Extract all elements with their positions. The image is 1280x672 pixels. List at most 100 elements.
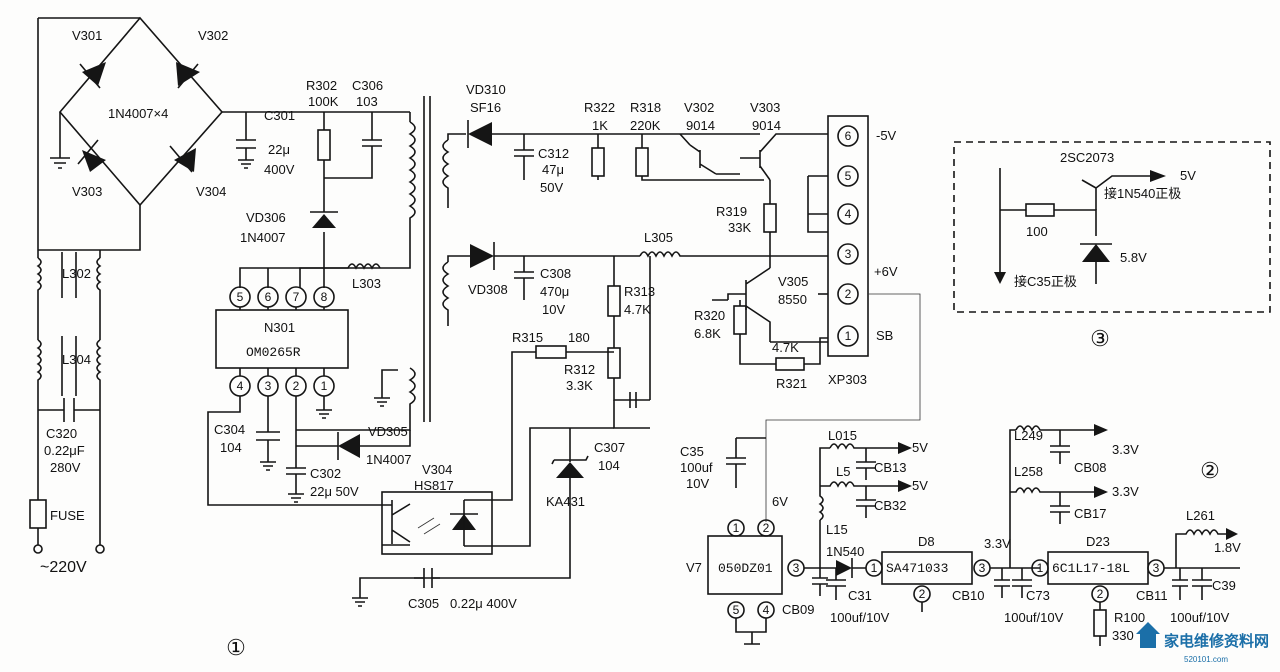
label-l5: L5 xyxy=(836,464,850,479)
choke-l302 xyxy=(36,250,102,340)
xp303-pin-5: 5 xyxy=(845,169,852,183)
d23-pin-1: 1 xyxy=(1037,561,1044,575)
input-wiring xyxy=(37,16,410,251)
label-c302: C302 xyxy=(310,466,341,481)
label-c312: C312 xyxy=(538,146,569,161)
label-vd306: VD306 xyxy=(246,210,286,225)
label-r322: R322 xyxy=(584,100,615,115)
label-1n4007x4: 1N4007×4 xyxy=(108,106,168,121)
label-v301: V301 xyxy=(72,28,102,43)
label-c320: C320 xyxy=(46,426,77,441)
diode-v304 xyxy=(169,145,196,173)
label-cb11: CB11 xyxy=(1136,588,1168,603)
label-c320-value: 0.22μF xyxy=(44,443,85,458)
n301-pin-8: 8 xyxy=(321,290,328,304)
section-marker-2: ② xyxy=(1200,458,1220,483)
diode-v301 xyxy=(79,62,106,89)
label-v305-type: 8550 xyxy=(778,292,807,307)
label-out1v8: 1.8V xyxy=(1214,540,1241,555)
label-out33-a: 3.3V xyxy=(1112,442,1139,457)
label-minus5v: -5V xyxy=(876,128,897,143)
label-l015: L015 xyxy=(828,428,857,443)
label-out5v-a: 5V xyxy=(912,440,928,455)
label-r313: R313 xyxy=(624,284,655,299)
label-l303: L303 xyxy=(352,276,381,291)
primary-wiring xyxy=(236,96,431,431)
label-d23: D23 xyxy=(1086,534,1110,549)
d8-pin-3: 3 xyxy=(979,561,986,575)
label-v302: V302 xyxy=(198,28,228,43)
label-c312-volt: 50V xyxy=(540,180,563,195)
label-c301: C301 xyxy=(264,108,295,123)
label-v304: V304 xyxy=(422,462,452,477)
label-p3-5p8v: 5.8V xyxy=(1120,250,1147,265)
label-c301-cap: 22μ xyxy=(268,142,290,157)
panel-3-box xyxy=(953,141,1271,313)
label-c39: C39 xyxy=(1212,578,1236,593)
label-c308-cap: 470μ xyxy=(540,284,569,299)
d23-pin-3: 3 xyxy=(1153,561,1160,575)
primary-lower-wiring xyxy=(207,396,411,506)
label-r302-val: 100K xyxy=(308,94,339,109)
label-l249: L249 xyxy=(1014,428,1043,443)
label-v302: V302 xyxy=(684,100,714,115)
label-c302-val: 22μ 50V xyxy=(310,484,359,499)
label-r302: R302 xyxy=(306,78,337,93)
label-r321-val: 4.7K xyxy=(772,340,799,355)
label-sa471033: SA471033 xyxy=(886,561,948,576)
feedback-wiring xyxy=(352,256,651,607)
label-c301-volt: 400V xyxy=(264,162,295,177)
label-n301: N301 xyxy=(264,320,295,335)
v7-pin-3: 3 xyxy=(793,561,800,575)
n301-pin-4: 4 xyxy=(237,379,244,393)
label-to-c35: 接C35正极 xyxy=(1014,274,1077,289)
label-to-1n540: 接1N540正极 xyxy=(1104,186,1181,201)
label-hs817: HS817 xyxy=(414,478,454,493)
label-c304-val: 104 xyxy=(220,440,242,455)
label-050dz01: 050DZ01 xyxy=(718,561,773,576)
label-r312: R312 xyxy=(564,362,595,377)
label-6c1l17: 6C1L17-18L xyxy=(1052,561,1130,576)
xp303-pin-2: 2 xyxy=(845,287,852,301)
label-v304-bridge: V304 xyxy=(196,184,226,199)
label-vd308: VD308 xyxy=(468,282,508,297)
section-marker-1: ① xyxy=(226,635,246,660)
label-l15: L15 xyxy=(826,522,848,537)
label-v303: V303 xyxy=(750,100,780,115)
label-6v-in: 6V xyxy=(772,494,788,509)
label-cb09: CB09 xyxy=(782,602,815,617)
v7-pin-1: 1 xyxy=(733,521,740,535)
d23-pin-2: 2 xyxy=(1097,587,1104,601)
diode-v302 xyxy=(176,62,200,89)
label-c305: C305 xyxy=(408,596,439,611)
label-cb13: CB13 xyxy=(874,460,907,475)
n301-pin-1: 1 xyxy=(321,379,328,393)
n301-pin-5: 5 xyxy=(237,290,244,304)
label-r320-val: 6.8K xyxy=(694,326,721,341)
label-r313-val: 4.7K xyxy=(624,302,651,317)
label-vd310: VD310 xyxy=(466,82,506,97)
label-c312-cap: 47μ xyxy=(542,162,564,177)
label-l305: L305 xyxy=(644,230,673,245)
watermark-url: 520101.com xyxy=(1184,655,1228,664)
label-om0265r: OM0265R xyxy=(246,345,301,360)
label-ka431: KA431 xyxy=(546,494,585,509)
n301-pin-3: 3 xyxy=(265,379,272,393)
label-r319: R319 xyxy=(716,204,747,219)
label-vd305-type: 1N4007 xyxy=(366,452,412,467)
label-c35: C35 xyxy=(680,444,704,459)
label-vd306-type: 1N4007 xyxy=(240,230,286,245)
label-r322-val: 1K xyxy=(592,118,608,133)
label-l302: L302 xyxy=(62,266,91,281)
label-c73: C73 xyxy=(1026,588,1050,603)
label-vd305: VD305 xyxy=(368,424,408,439)
label-c35-val: 100uf xyxy=(680,460,713,475)
label-l261: L261 xyxy=(1186,508,1215,523)
xp303-pin-1: 1 xyxy=(845,329,852,343)
label-c320-voltage: 280V xyxy=(50,460,81,475)
label-c306-val: 103 xyxy=(356,94,378,109)
label-out33-b: 3.3V xyxy=(1112,484,1139,499)
label-mains: ~220V xyxy=(40,559,87,576)
label-xp303: XP303 xyxy=(828,372,867,387)
label-sf16: SF16 xyxy=(470,100,501,115)
